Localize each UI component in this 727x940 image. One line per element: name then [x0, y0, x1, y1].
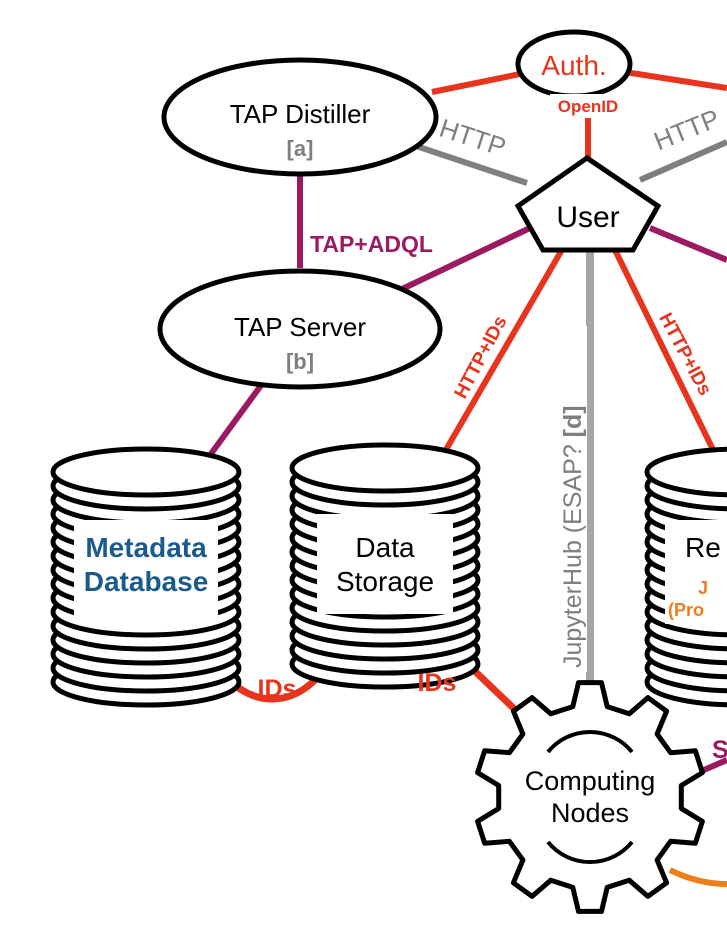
openid-label-group: OpenID [550, 94, 626, 118]
auth-node[interactable]: Auth. [515, 29, 633, 99]
jupyterhub-label: JupyterHub (ESAP? [d] [559, 405, 587, 668]
edge-tapserver-metadata [202, 382, 265, 464]
ids-right-label: IDs [418, 669, 457, 697]
computing-nodes-node[interactable]: Computing Nodes [475, 680, 705, 914]
data-storage-line1: Data [355, 532, 415, 563]
tap-distiller-node[interactable]: TAP Distiller [a] [161, 57, 439, 177]
metadata-database-node[interactable]: Metadata Database [53, 449, 239, 705]
jupyterhub-ref: [d] [559, 405, 587, 437]
metadata-line1: Metadata [85, 532, 207, 563]
tap-distiller-title: TAP Distiller [230, 99, 371, 129]
tap-server-node[interactable]: TAP Server [b] [157, 268, 443, 390]
edge-http-ids-right [611, 246, 725, 470]
computing-line2: Nodes [551, 798, 629, 828]
tap-server-ref: [b] [286, 349, 314, 374]
right-cylinder-line3: (Pro [668, 600, 704, 620]
right-cylinder-node[interactable]: Re J (Pro [647, 449, 727, 705]
edge-user-tapserver [398, 225, 532, 293]
user-label: User [556, 201, 619, 234]
edge-http-ids-left [437, 246, 566, 462]
edge-http-user-right [638, 139, 727, 183]
user-node[interactable]: User [514, 154, 662, 253]
right-cylinder-line1: Re [685, 532, 721, 563]
gear-inner-arc-bottom [546, 840, 634, 865]
gear-inner-arc-top [546, 729, 634, 754]
metadata-line2: Database [84, 566, 209, 597]
tap-adql-label-group: TAP+ADQL [308, 228, 458, 257]
tap-server-title: TAP Server [234, 312, 366, 342]
auth-label: Auth. [541, 50, 606, 81]
computing-line1: Computing [525, 766, 656, 796]
data-storage-line2: Storage [336, 566, 434, 597]
edge-orange-computing [668, 867, 727, 887]
right-cylinder-line2: J [698, 578, 708, 598]
gear-icon [475, 680, 705, 914]
jupyterhub-label-group: JupyterHub (ESAP? [d] [557, 326, 587, 672]
jupyterhub-text: JupyterHub (ESAP? [559, 437, 587, 668]
data-storage-node[interactable]: Data Storage [292, 445, 478, 687]
edge-auth-distiller [431, 69, 531, 95]
edge-user-right-purple [648, 225, 727, 263]
tap-adql-label: TAP+ADQL [310, 231, 433, 257]
tap-distiller-ref: [a] [287, 136, 314, 161]
s-partial-label: S [712, 736, 727, 764]
openid-label: OpenID [558, 97, 618, 116]
edge-auth-right [624, 69, 727, 91]
ids-left-label: IDs [258, 675, 297, 703]
